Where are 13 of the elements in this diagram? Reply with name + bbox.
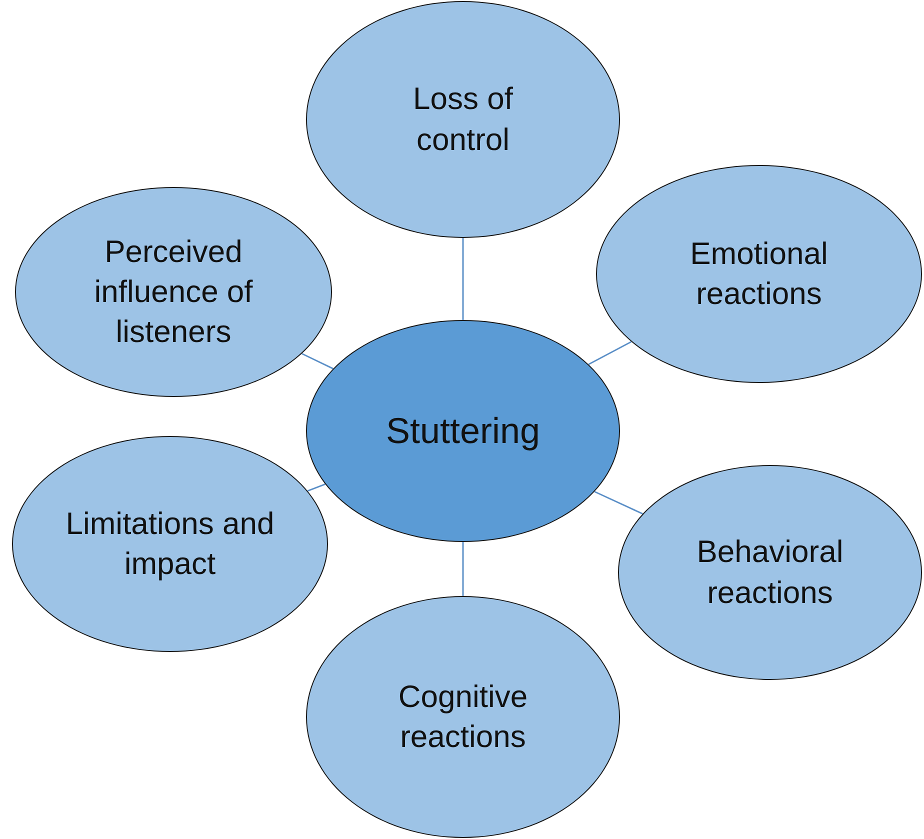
node-label: Emotional reactions: [689, 234, 829, 313]
connector-line: [462, 238, 464, 320]
connector-line: [302, 352, 334, 370]
node-label: Limitations and impact: [64, 504, 276, 583]
connector-line: [307, 483, 326, 492]
connector-line: [462, 542, 464, 596]
node-label: Loss of control: [412, 80, 514, 158]
connector-line: [594, 490, 643, 514]
node-label: Stuttering: [386, 408, 540, 453]
node-label: Perceived influence of listeners: [93, 232, 254, 352]
node-label: Behavioral reactions: [696, 533, 844, 612]
node-label: Cognitive reactions: [397, 678, 529, 756]
connector-line: [588, 341, 632, 366]
